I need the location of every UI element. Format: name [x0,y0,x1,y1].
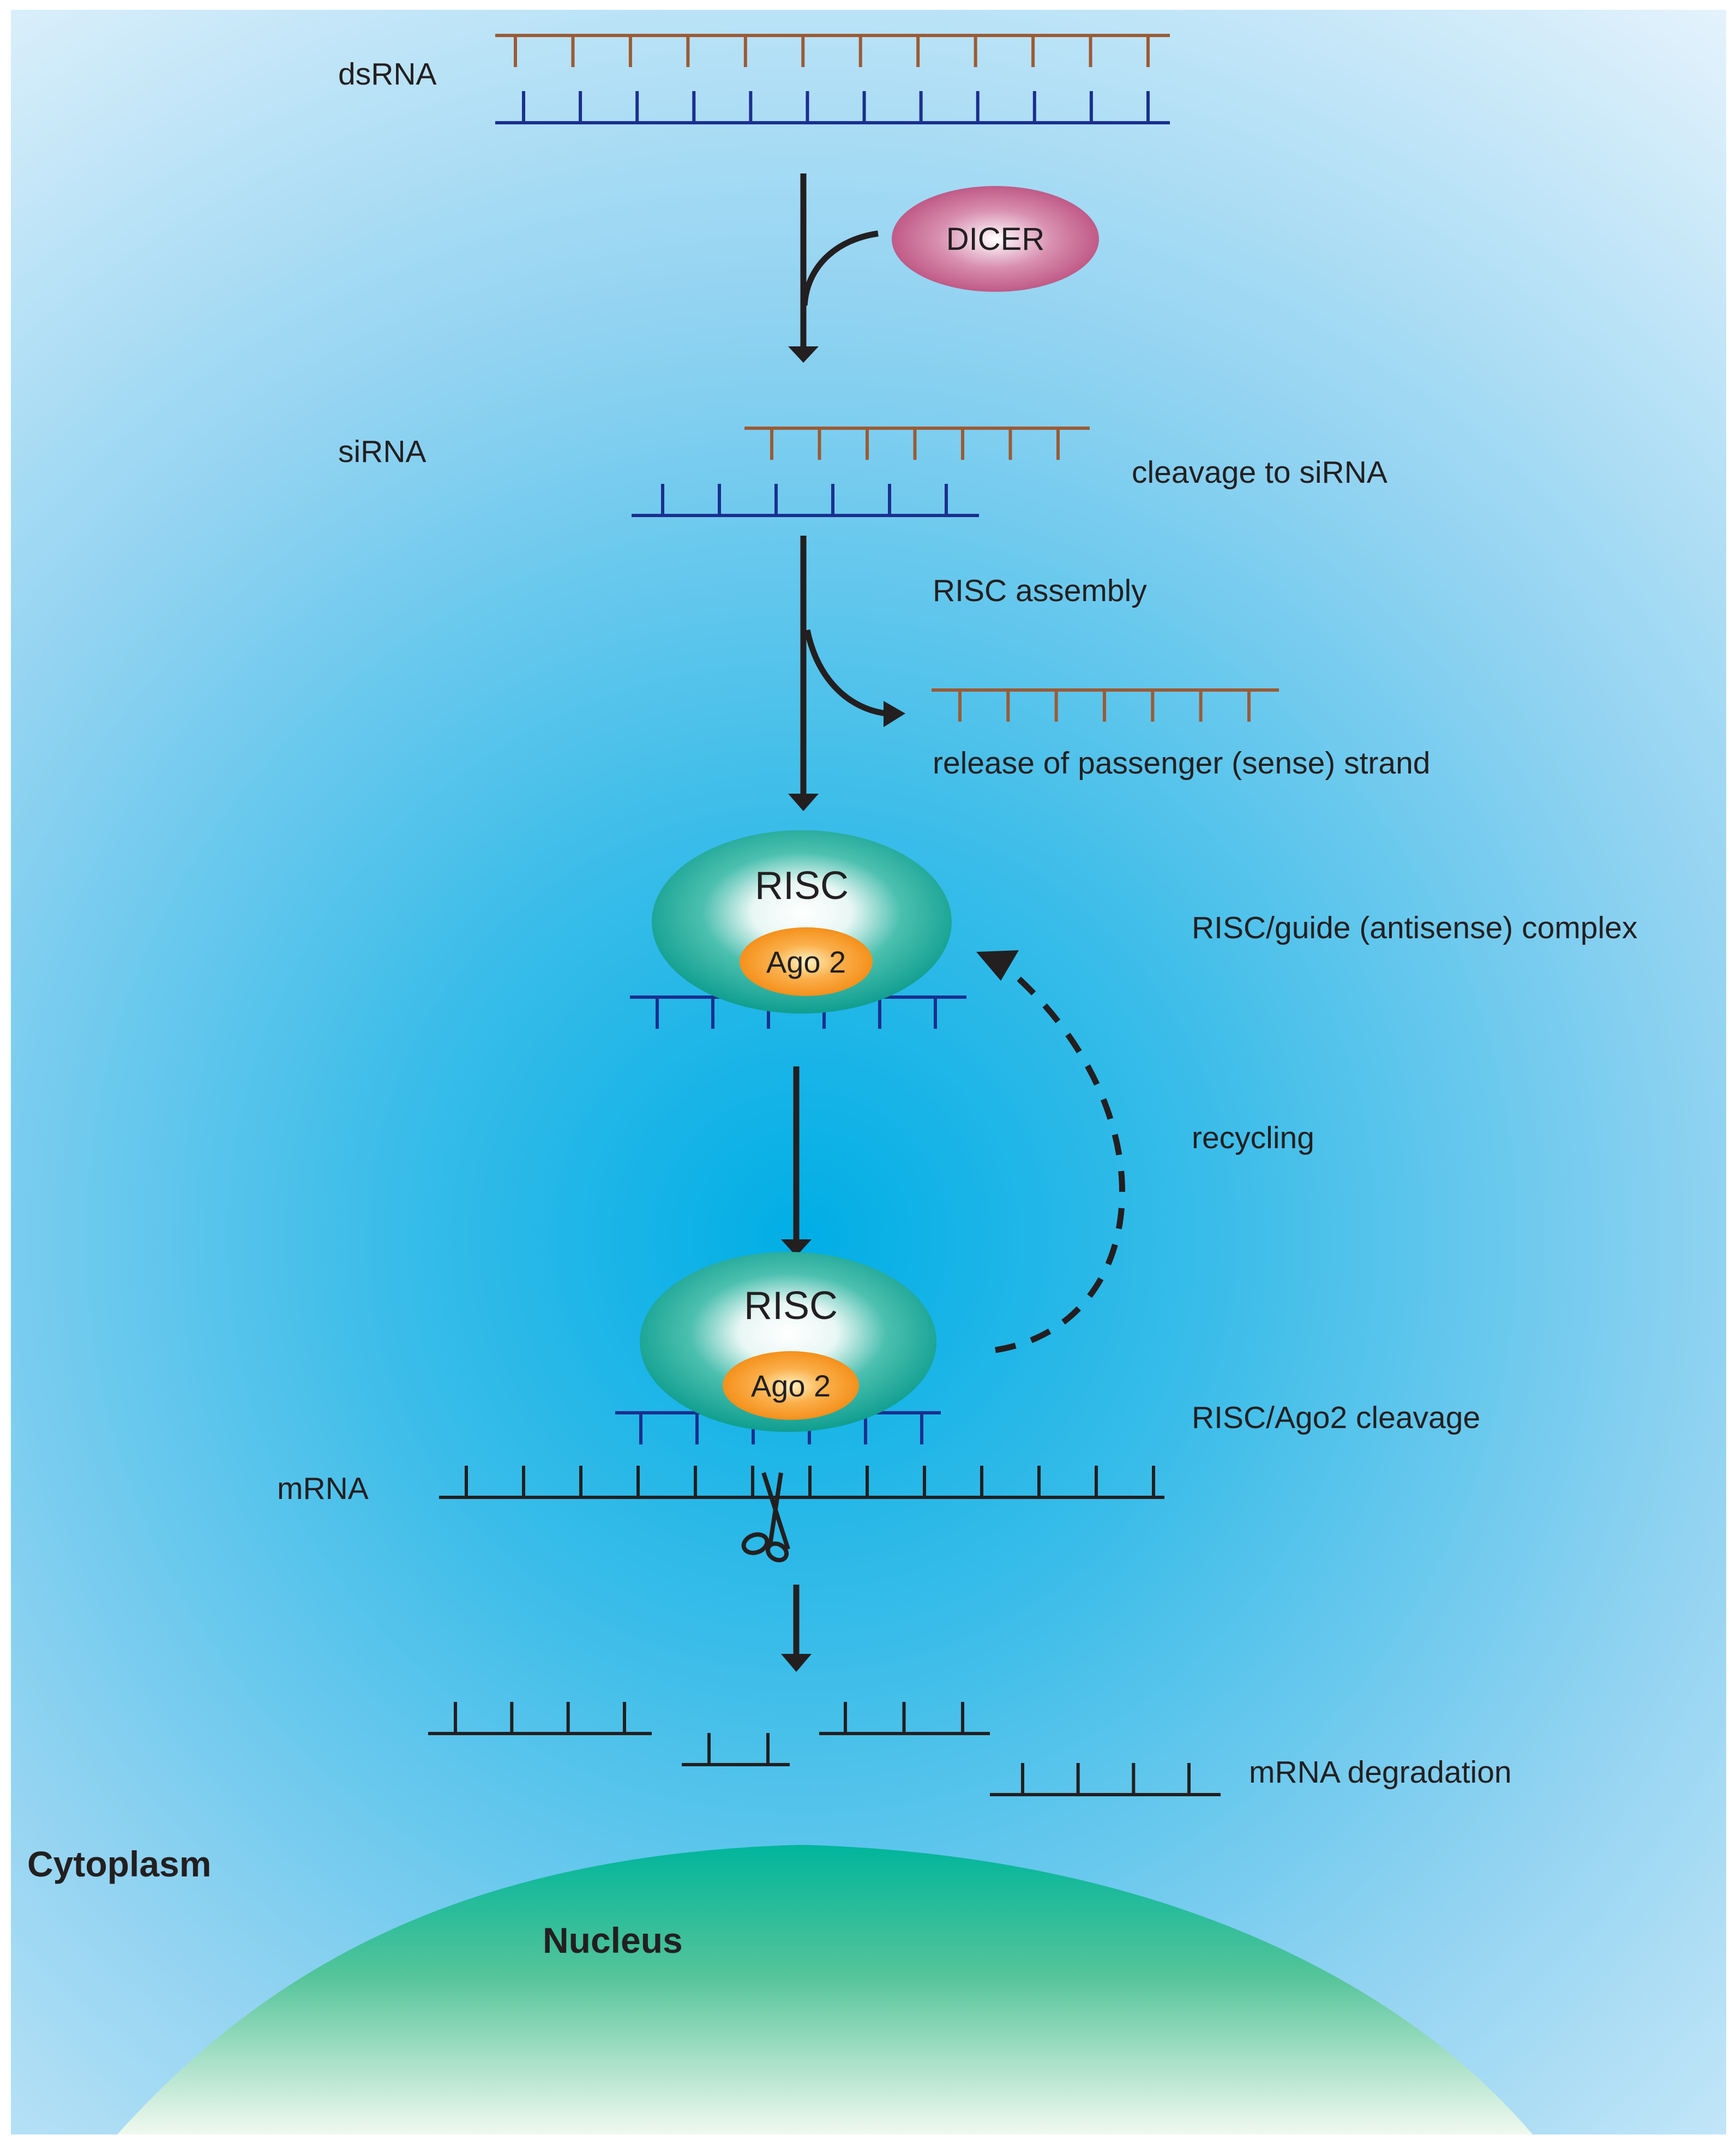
dsrna-sense-strand [495,34,1170,67]
label-cytoplasm: Cytoplasm [27,1844,211,1884]
mrna-fragment-1 [428,1702,652,1735]
recycling-dashed-arrow [995,967,1125,1353]
arrow-passenger-release [804,629,887,717]
arrow-dicer-branch [801,230,879,306]
cytoplasm-region [11,10,1726,2134]
arrow-heads [781,346,1019,1672]
risc-shape-top [652,830,952,1013]
mrna-fragment-2 [682,1733,790,1766]
mrna-fragment-4 [990,1763,1221,1796]
arrowhead-to-mrna [781,1239,812,1256]
risc-label-bottom: RISC [744,1284,838,1328]
dsrna-antisense-strand [495,91,1170,124]
label-recycling: recycling [1192,1120,1314,1155]
arrowhead-to-degradation [781,1654,812,1672]
label-sirna: siRNA [338,434,427,469]
arrowhead-passenger [884,701,905,727]
scissors-icon [741,1472,790,1563]
label-risc-guide-complex: RISC/guide (antisense) complex [1192,910,1637,945]
dicer-shape [892,186,1099,292]
passenger-strand [932,688,1279,722]
dicer-enzyme: DICER [892,186,1099,292]
risc-label-top: RISC [755,864,849,908]
pathway-arrows [793,173,1125,1656]
sirna-sense-strand [744,427,1090,460]
risc-complex-bottom: RISC Ago 2 [640,1252,936,1432]
sirna-antisense-strand [632,484,979,517]
arrowhead-recycling [976,950,1019,981]
dicer-label: DICER [946,221,1044,257]
rna-strands [428,34,1279,1796]
ago2-shape-bottom [723,1351,859,1420]
diagram-labels: dsRNA siRNA cleavage to siRNA RISC assem… [27,57,1637,1960]
arrowhead-risc-assembly [788,794,819,811]
label-release-passenger: release of passenger (sense) strand [933,746,1431,781]
risc-shape-bottom [640,1252,936,1432]
label-nucleus: Nucleus [543,1920,683,1960]
ago2-shape-top [740,927,873,996]
ago2-label-bottom: Ago 2 [751,1369,831,1403]
arrowhead-dicer [788,346,819,363]
mrna-strand [439,1466,1164,1499]
label-mrna: mRNA [277,1471,369,1506]
mrna-fragment-3 [819,1702,990,1735]
label-risc-ago2-cleavage: RISC/Ago2 cleavage [1192,1400,1480,1435]
ago2-label-top: Ago 2 [766,945,846,979]
label-mrna-degradation: mRNA degradation [1249,1755,1512,1790]
nucleus-region [117,1845,1533,2134]
label-cleavage-to-sirna: cleavage to siRNA [1132,455,1387,490]
risc-complex-top: RISC Ago 2 [652,830,952,1013]
label-risc-assembly: RISC assembly [933,573,1147,608]
label-dsrna: dsRNA [338,57,437,92]
